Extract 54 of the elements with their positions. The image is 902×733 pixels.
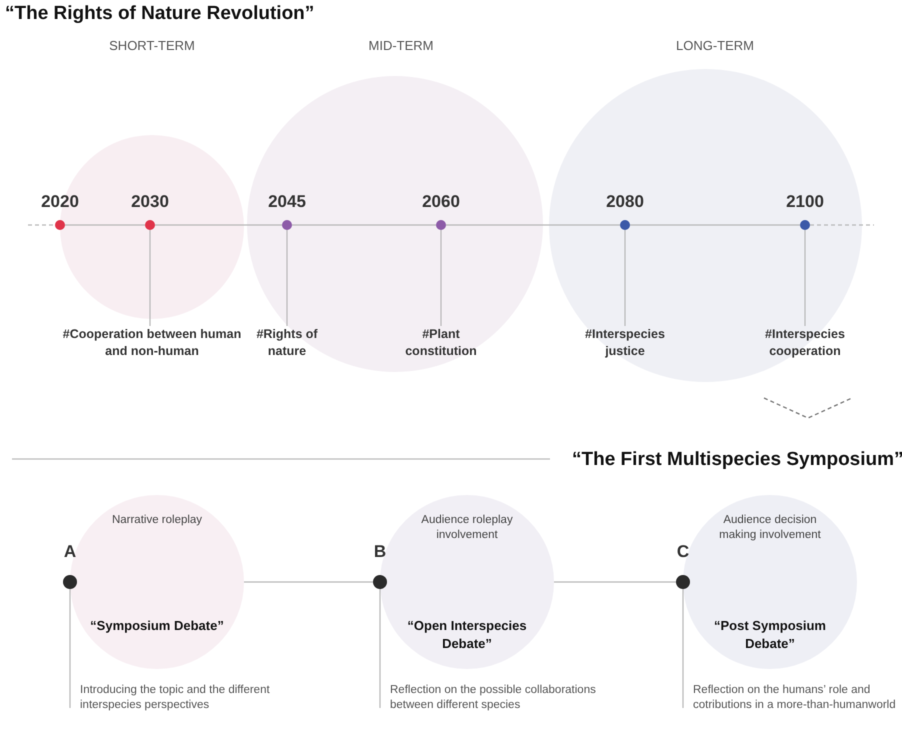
connector-line [446, 224, 620, 226]
connector-line [292, 224, 436, 226]
hashtag-text: #Plant constitution [391, 326, 491, 366]
connector-line [379, 589, 381, 708]
year-label: 2060 [422, 192, 460, 212]
year-label: 2020 [41, 192, 79, 212]
hashtag-text: #Cooperation between human and non-human [62, 326, 242, 366]
stage-letter: A [64, 542, 76, 562]
timeline-dot [145, 220, 155, 230]
connector-line [65, 224, 145, 226]
stage-type-text: Audience roleplay involvement [420, 513, 514, 543]
timeline-dot [436, 220, 446, 230]
year-label: 2030 [131, 192, 169, 212]
term-heading: MID-TERM [368, 38, 434, 53]
description-text: Reflection on the humans’ role and cotributions in a more-than-humanworld [683, 683, 898, 731]
timeline-dot [800, 220, 810, 230]
dashed-line [28, 224, 55, 226]
stage-dot [63, 575, 77, 589]
hashtag-text: #Interspecies cooperation [750, 326, 860, 366]
stage-dot [676, 575, 690, 589]
term-heading: LONG-TERM [676, 38, 754, 53]
connector-line [804, 230, 806, 326]
timeline-dot [282, 220, 292, 230]
connector-line [440, 230, 442, 326]
connector-line [554, 581, 676, 583]
year-label: 2100 [786, 192, 824, 212]
hashtag-text: #Interspecies justice [570, 326, 680, 366]
diagram-title: “The Rights of Nature Revolution” [5, 3, 314, 25]
hashtag-text: #Rights of nature [242, 326, 332, 366]
stage-letter: C [676, 542, 690, 562]
stage-type-text: Narrative roleplay [110, 513, 204, 528]
dashed-line [810, 224, 874, 226]
connector-line [630, 224, 800, 226]
connector-line [682, 589, 684, 708]
timeline-dot [620, 220, 630, 230]
year-label: 2045 [268, 192, 306, 212]
stage-dot [373, 575, 387, 589]
year-label: 2080 [606, 192, 644, 212]
stage-title: “Post Symposium Debate” [713, 617, 827, 654]
term-heading: SHORT-TERM [109, 38, 195, 53]
connector-line [624, 230, 626, 326]
section-heading: “The First Multispecies Symposium” [572, 449, 902, 471]
connector-line [244, 581, 373, 583]
stage-type-text: Audience decision making involvement [718, 513, 822, 543]
connector-line [149, 230, 151, 326]
timeline-dot [55, 220, 65, 230]
description-text: Reflection on the possible collaborations between different species [380, 683, 610, 731]
connector-line [286, 230, 288, 326]
stage-title: “Symposium Debate” [89, 617, 225, 635]
stage-letter: B [374, 542, 386, 562]
connector-line [69, 589, 71, 708]
description-text: Introducing the topic and the different interspecies perspectives [70, 683, 300, 731]
stage-title: “Open Interspecies Debate” [406, 617, 528, 654]
connector-line [155, 224, 282, 226]
